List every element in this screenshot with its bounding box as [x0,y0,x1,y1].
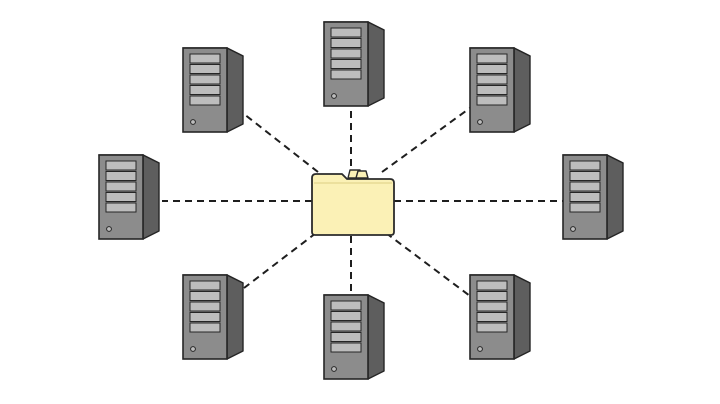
server-tower-icon [182,274,244,360]
connector-top-right [381,107,471,173]
server-tower-icon [182,47,244,133]
server-tower-icon [469,47,531,133]
connector-bottom-right [385,232,471,297]
server-top-left [182,47,244,133]
server-tower-icon [562,154,624,240]
connection-lines [162,107,563,297]
server-tower-icon [323,294,385,380]
server-right [562,154,624,240]
central-folder [311,169,395,236]
server-left [98,154,160,240]
connector-top-left [243,113,319,173]
server-top-right [469,47,531,133]
server-bottom-right [469,274,531,360]
server-group [98,21,624,380]
server-bottom [323,294,385,380]
folder-icon [311,169,395,236]
server-tower-icon [469,274,531,360]
server-top [323,21,385,107]
server-bottom-left [182,274,244,360]
server-tower-icon [98,154,160,240]
connector-bottom-left [243,232,317,289]
server-tower-icon [323,21,385,107]
